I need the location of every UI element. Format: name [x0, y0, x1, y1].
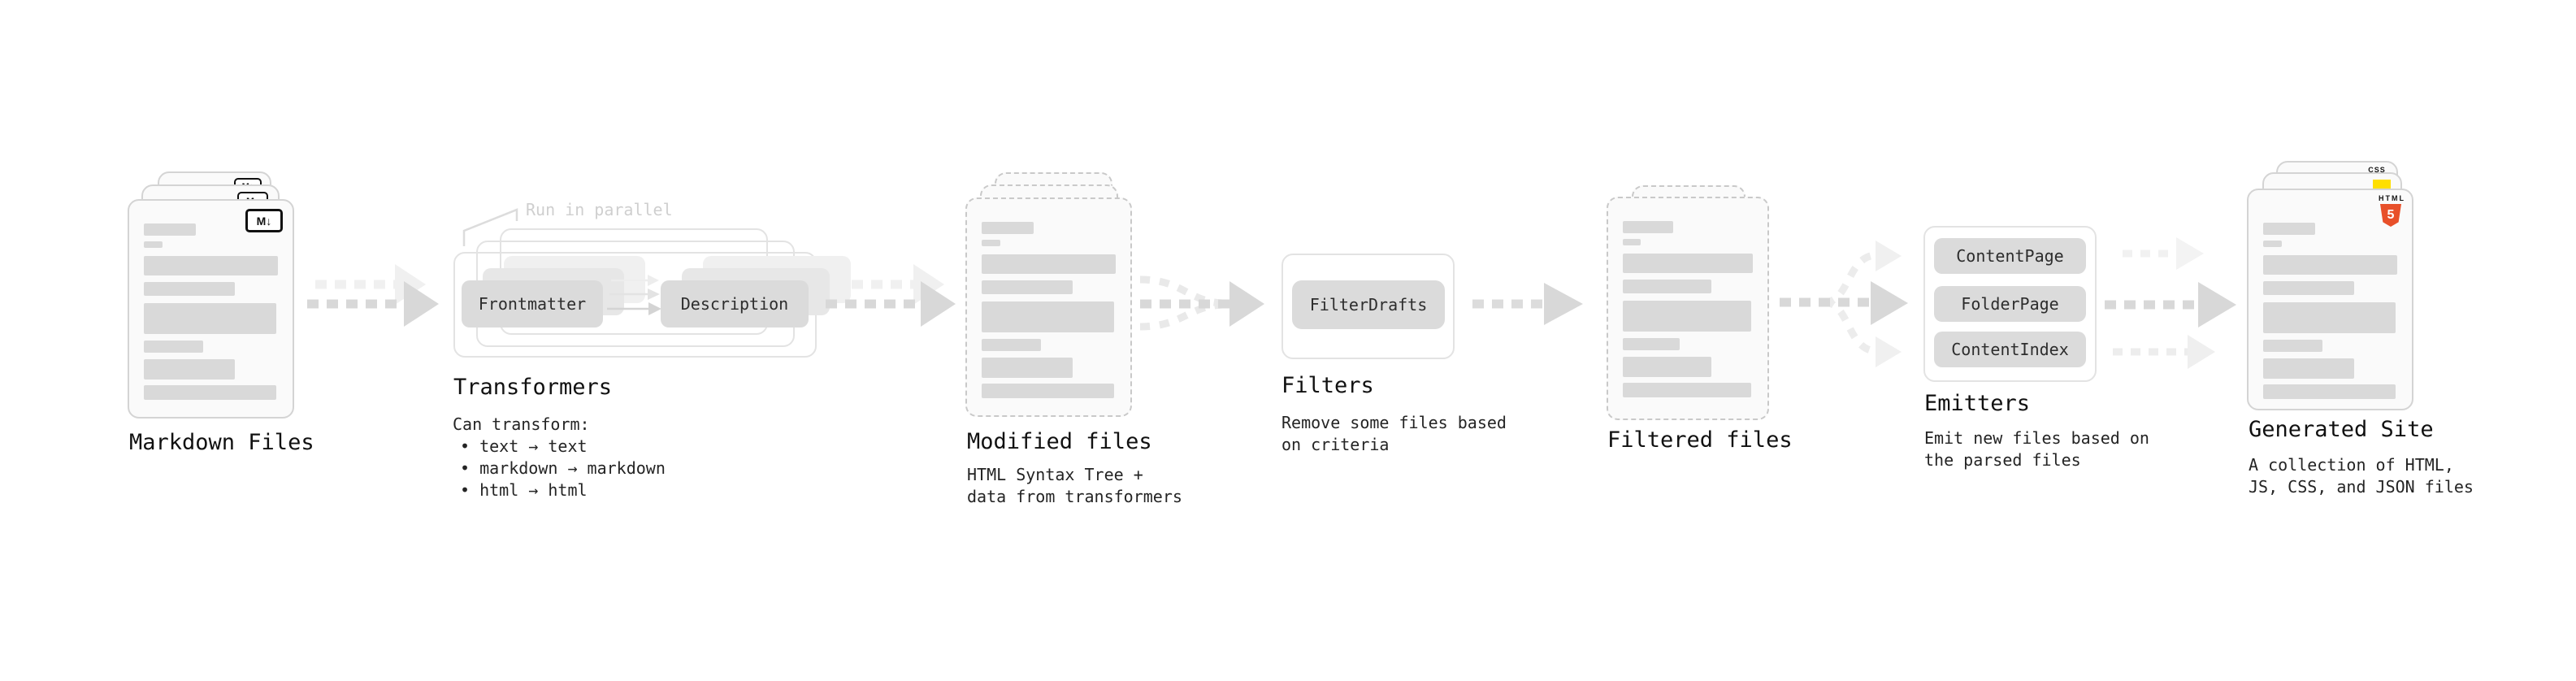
skeleton-bar [1623, 239, 1641, 245]
skeleton-bar [2263, 255, 2397, 275]
generated-html-file-card: HTML 5 [2247, 189, 2413, 410]
skeleton-bar [982, 222, 1034, 234]
skeleton-bar [1623, 254, 1753, 273]
filtered-files-label: Filtered files [1607, 427, 1793, 453]
arrow-modified-to-filters [1139, 275, 1264, 331]
modified-file-card-front [965, 197, 1132, 417]
transformers-label: Transformers [453, 375, 613, 400]
generated-site-label: Generated Site [2249, 417, 2434, 442]
skeleton-bar [2263, 384, 2396, 399]
skeleton-bar [2263, 340, 2322, 352]
html5-icon-text: HTML [2379, 194, 2405, 202]
markdown-icon: M↓ [245, 209, 283, 232]
filters-subtitle: Remove some files based on criteria [1281, 413, 1507, 454]
skeleton-bar [982, 280, 1073, 294]
file-skeleton [2263, 223, 2397, 399]
skeleton-bar [1623, 383, 1752, 397]
frontmatter-pill: Frontmatter [462, 280, 603, 327]
skeleton-bar [2263, 358, 2355, 379]
skeleton-bar [982, 384, 1115, 398]
skeleton-bar [982, 301, 1115, 332]
html5-icon: HTML 5 [2379, 194, 2405, 227]
skeleton-bar [1623, 301, 1752, 332]
skeleton-bar [982, 339, 1041, 351]
description-pill: Description [661, 280, 809, 327]
skeleton-bar [1623, 221, 1674, 233]
skeleton-bar [144, 303, 277, 334]
modified-files-label: Modified files [967, 429, 1152, 454]
file-skeleton [982, 222, 1116, 398]
skeleton-bar [144, 256, 278, 275]
file-skeleton [144, 223, 278, 400]
skeleton-bar [144, 340, 203, 353]
skeleton-bar [1623, 357, 1711, 377]
contentindex-pill: ContentIndex [1934, 332, 2086, 367]
skeleton-bar [1623, 280, 1711, 293]
skeleton-bar [144, 359, 236, 380]
skeleton-bar [982, 254, 1116, 274]
arrow-emitters-to-generated [2105, 237, 2236, 369]
emitters-label: Emitters [1924, 391, 2031, 416]
skeleton-bar [144, 282, 236, 296]
file-skeleton [1623, 221, 1753, 397]
folderpage-pill: FolderPage [1934, 286, 2086, 322]
markdown-files-label: Markdown Files [129, 430, 314, 455]
modified-files-subtitle: HTML Syntax Tree + data from transformer… [967, 465, 1182, 506]
skeleton-bar [982, 358, 1073, 378]
generated-site-subtitle: A collection of HTML, JS, CSS, and JSON … [2249, 455, 2474, 497]
skeleton-bar [144, 223, 197, 236]
arrow-filtered-to-emitters [1780, 241, 1908, 367]
contentpage-pill: ContentPage [1934, 238, 2086, 274]
js-icon [2373, 180, 2391, 190]
transformers-bullet-list: • text → text • markdown → markdown • ht… [460, 436, 666, 500]
skeleton-bar [144, 241, 163, 248]
skeleton-bar [2263, 281, 2355, 295]
arrow-filters-to-filtered [1472, 283, 1583, 325]
markdown-file-card-front: M↓ [128, 199, 294, 419]
arrow-markdown-to-transformers [307, 264, 439, 327]
skeleton-bar [2263, 223, 2316, 235]
html5-five: 5 [2387, 208, 2395, 222]
css-icon-text: CSS [2368, 166, 2386, 174]
run-in-parallel-callout: Run in parallel [526, 200, 673, 219]
filters-label: Filters [1281, 373, 1374, 398]
skeleton-bar [2263, 241, 2283, 247]
filtered-file-card-front [1607, 197, 1769, 420]
filterdrafts-pill: FilterDrafts [1292, 280, 1445, 329]
transformers-subtitle-heading: Can transform: [453, 414, 590, 434]
skeleton-bar [982, 240, 1001, 246]
emitters-subtitle: Emit new files based on the parsed files [1924, 428, 2149, 470]
skeleton-bar [144, 385, 277, 400]
skeleton-bar [2263, 302, 2396, 333]
skeleton-bar [1623, 338, 1680, 350]
